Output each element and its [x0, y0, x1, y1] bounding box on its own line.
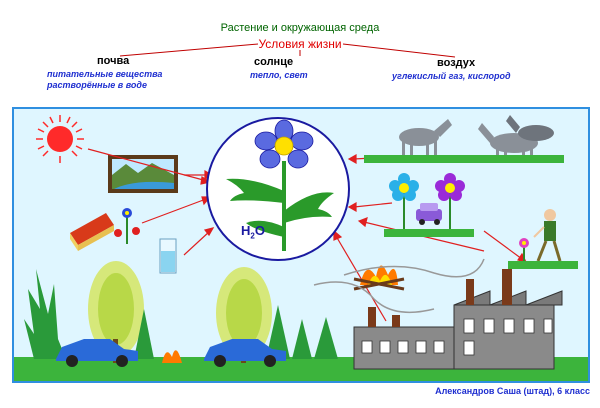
factor-soil-note: питательные вещества растворённые в воде	[47, 69, 162, 91]
person-icon	[508, 209, 578, 269]
scene-drawing	[14, 115, 588, 381]
formula-o: O	[254, 223, 265, 238]
factor-sun-label: солнце	[254, 56, 294, 68]
water-glass-icon	[159, 238, 177, 274]
car-left-icon	[56, 339, 138, 367]
formula-sub: 2	[250, 231, 255, 241]
sun-icon	[36, 115, 84, 163]
factor-soil-note-line1: питательные вещества	[47, 69, 163, 79]
factor-air-note: углекислый газ, кислород	[392, 71, 511, 81]
two-flowers-icon	[384, 173, 474, 237]
horses-icon	[399, 115, 554, 163]
central-plant-drawing	[226, 119, 334, 251]
influence-arrows	[87, 148, 528, 322]
smoke-line	[313, 281, 435, 314]
factor-soil-label: почва	[97, 55, 130, 67]
factor-sun-note: тепло, свет	[250, 70, 308, 80]
factor-air-label: воздух	[437, 57, 476, 69]
factory-icon	[353, 269, 563, 370]
small-flowers-icon	[114, 208, 140, 244]
formula-h: H	[241, 223, 251, 238]
factor-soil-note-line2: растворённые в воде	[47, 80, 148, 90]
central-plant-circle	[206, 117, 350, 261]
campfire-icon	[353, 265, 405, 291]
book-icon	[70, 213, 114, 251]
diagram-subtitle: Условия жизни	[258, 37, 342, 51]
car-right-icon	[204, 339, 286, 367]
horses-grass	[364, 155, 564, 163]
diagram-title: Растение и окружающая среда	[220, 22, 380, 34]
small-car-icon	[416, 203, 442, 225]
landscape-picture-icon	[108, 155, 178, 193]
author-caption: Александров Саша (штад), 6 класс	[435, 386, 590, 396]
header-branch-lines	[119, 43, 456, 58]
small-fire-icon	[162, 350, 182, 363]
trees-icon	[24, 261, 338, 363]
water-formula: H2O	[241, 223, 265, 241]
scene-panel	[12, 107, 590, 383]
smoke-line	[343, 258, 485, 278]
